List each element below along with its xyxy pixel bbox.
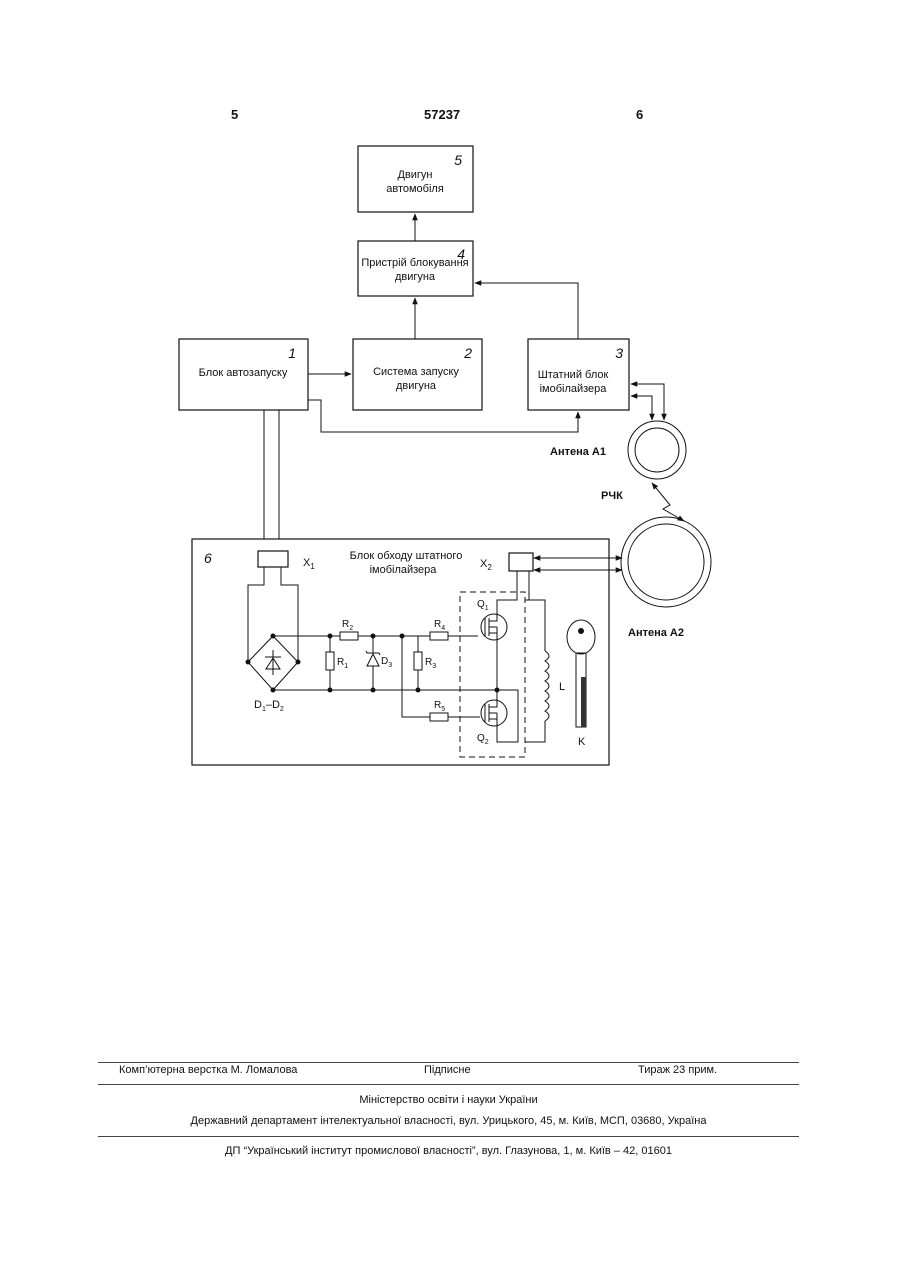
footer-institute: ДП “Український інститут промислової вла… (98, 1145, 799, 1157)
antenna-a2 (621, 517, 711, 607)
footer-rule-top (98, 1062, 799, 1063)
autostart-block-line1: Блок автозапуску (199, 367, 288, 379)
autostart-block: 1 Блок автозапуску (179, 339, 308, 410)
footer-ministry: Міністерство освіти і науки України (98, 1094, 799, 1106)
connector-x1 (258, 551, 288, 567)
key-label: K (578, 736, 586, 748)
start-system-block-number: 2 (463, 345, 472, 361)
immobilizer-block-line2: імобілайзера (540, 383, 608, 395)
footer-signed: Підписне (424, 1064, 471, 1076)
autostart-block-number: 1 (288, 345, 296, 361)
rfk-label: РЧК (601, 490, 623, 502)
antenna-a1-label: Антена А1 (550, 446, 606, 458)
bypass-block-line1: Блок обходу штатного (350, 550, 463, 562)
bypass-block-number: 6 (204, 550, 212, 566)
coil-label: L (559, 681, 565, 693)
bridge-label: D1–D2 (254, 699, 284, 713)
engine-block-line2: автомобіля (386, 183, 444, 195)
footer-circulation: Тираж 23 прим. (638, 1064, 717, 1076)
start-system-block-line2: двигуна (396, 380, 437, 392)
start-system-block-line1: Система запуску (373, 366, 459, 378)
immobilizer-block-line1: Штатний блок (538, 369, 609, 381)
engine-lock-block: 4 Пристрій блокування двигуна (358, 241, 473, 296)
engine-block-number: 5 (454, 152, 462, 168)
footer-rule-middle (98, 1084, 799, 1085)
antenna-a2-label: Антена А2 (628, 627, 684, 639)
engine-block: 5 Двигун автомобіля (358, 146, 473, 212)
immobilizer-block: 3 Штатний блок імобілайзера (528, 339, 629, 410)
immobilizer-block-number: 3 (615, 345, 623, 361)
engine-lock-block-line2: двигуна (395, 271, 436, 283)
footer-rule-bottom (98, 1136, 799, 1137)
footer-department: Державний департамент інтелектуальної вл… (98, 1115, 799, 1127)
rf-link-icon (652, 483, 684, 521)
engine-lock-block-line1: Пристрій блокування (361, 257, 468, 269)
bypass-block-line2: імобілайзера (370, 564, 438, 576)
footer-layout: Комп’ютерна верстка М. Ломалова (119, 1064, 297, 1076)
antenna-a1 (628, 421, 686, 479)
connector-x2 (509, 553, 533, 571)
engine-block-line1: Двигун (397, 169, 432, 181)
start-system-block: 2 Система запуску двигуна (353, 339, 482, 410)
